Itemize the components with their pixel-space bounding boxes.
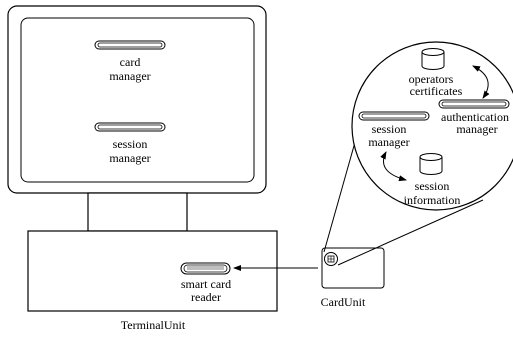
session-information-database-icon <box>419 153 443 175</box>
terminal-base <box>27 230 278 312</box>
card-manager-label-2: manager <box>109 69 150 83</box>
terminal-session-manager-slot <box>94 122 166 132</box>
session-information-label-2: information <box>404 193 461 207</box>
zoom-line-lower <box>337 199 484 266</box>
operators-certificates-label-1: operators <box>409 72 454 86</box>
terminal-session-manager-label-2: manager <box>109 151 150 165</box>
session-information-label-1: session <box>415 179 450 193</box>
authentication-manager-slot <box>438 99 510 109</box>
terminal-monitor <box>7 5 267 194</box>
terminal-unit-label: TerminalUnit <box>121 318 186 332</box>
terminal-session-manager: session manager <box>94 122 166 165</box>
smart-card-reader: smart card reader <box>180 262 231 304</box>
card-session-manager-slot <box>358 111 430 121</box>
card-manager: card manager <box>94 40 166 83</box>
smart-card-reader-label-1: smart card <box>181 277 231 291</box>
card-session-manager-label-2: manager <box>368 135 409 149</box>
card-chip-icon <box>324 252 338 266</box>
card-zoom-bubble: operators certificates authentication ma… <box>351 41 513 211</box>
operators-certificates-label-2: certificates <box>410 84 463 98</box>
card-manager-label-1: card <box>120 55 141 69</box>
smart-card-reader-slot <box>180 262 231 275</box>
authentication-manager-label-1: authentication <box>441 110 509 124</box>
card-manager-slot <box>94 40 166 50</box>
smart-card <box>321 247 385 289</box>
card-unit-label: CardUnit <box>321 295 366 309</box>
terminal-session-manager-label-1: session <box>113 137 148 151</box>
terminal-neck <box>87 192 188 232</box>
smart-card-reader-label-2: reader <box>191 290 221 304</box>
operators-certificates-database-icon <box>421 48 445 70</box>
card-session-manager-label-1: session <box>372 122 407 136</box>
authentication-manager-label-2: manager <box>456 122 497 136</box>
